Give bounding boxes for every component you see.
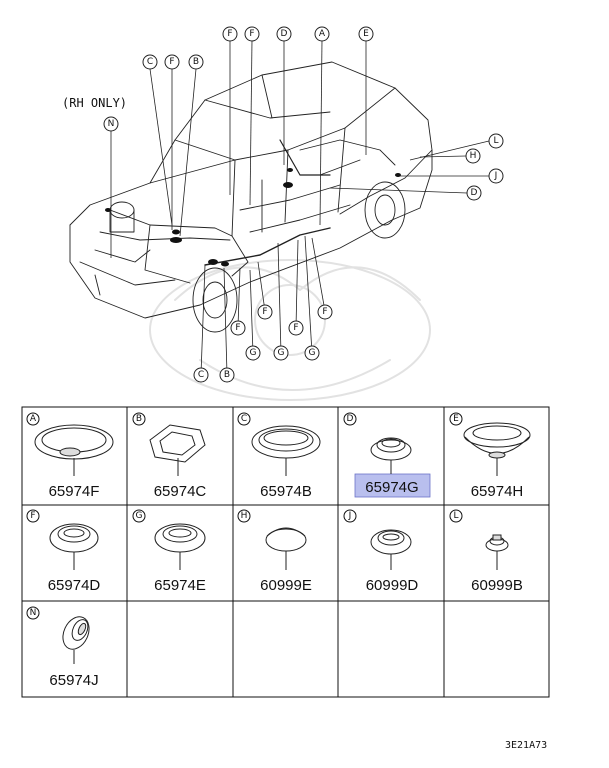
callout-bottom3-1: C xyxy=(193,367,209,383)
callout-top-4-label: A xyxy=(319,29,326,39)
part-cell-A[interactable]: A 65974F xyxy=(26,412,114,500)
callout-top-5: E xyxy=(358,26,374,42)
callout-right-4-label: D xyxy=(471,188,478,198)
part-number: 60999D xyxy=(366,577,419,594)
part-letter: B xyxy=(136,414,142,424)
callout-top-1-label: F xyxy=(227,29,232,39)
part-letter: F xyxy=(30,511,35,521)
grommet-small-cup-icon xyxy=(370,437,412,474)
part-letter: E xyxy=(453,414,459,424)
callout-bottom1-2: F xyxy=(288,320,304,336)
callout-right-4: D xyxy=(466,185,482,201)
callout-left-3: B xyxy=(188,54,204,70)
part-letter: C xyxy=(241,414,247,424)
parts-table xyxy=(21,406,550,698)
part-cell-B[interactable]: B 65974C xyxy=(132,412,207,500)
part-number: 65974B xyxy=(260,483,312,500)
grommet-wide-flange-icon xyxy=(34,424,114,476)
callout-rh: N xyxy=(103,116,119,132)
part-number: 65974J xyxy=(49,672,98,689)
callout-left-1-label: C xyxy=(147,57,153,67)
callout-bottom1-1: F xyxy=(257,304,273,320)
grommet-markers xyxy=(105,168,401,267)
rh-only-label: (RH ONLY) xyxy=(62,96,127,110)
part-letter: J xyxy=(348,511,352,521)
part-cell-H[interactable]: H 60999E xyxy=(237,509,312,594)
callout-bottom2-2: G xyxy=(245,345,261,361)
part-cell-C[interactable]: C 65974B xyxy=(237,412,321,500)
part-letter: A xyxy=(30,414,37,424)
callout-bottom2-4: G xyxy=(304,345,320,361)
part-cell-F[interactable]: F 65974D xyxy=(26,509,101,594)
part-number: 65974G xyxy=(365,479,418,496)
grommet-round-medium-icon xyxy=(49,523,99,570)
callout-top-3-label: D xyxy=(281,29,288,39)
grommet-rectangular-icon xyxy=(149,424,206,476)
callout-bottom2-1: F xyxy=(230,320,246,336)
callout-bottom2-2-label: G xyxy=(250,348,257,358)
part-letter: G xyxy=(136,511,143,521)
callout-bottom1-2-label: F xyxy=(293,323,298,333)
part-letter: N xyxy=(30,608,37,618)
part-highlight xyxy=(354,473,431,498)
leader-lines xyxy=(110,39,490,375)
part-cell-G[interactable]: G 65974E xyxy=(132,509,206,594)
grommet-cone-icon xyxy=(463,422,531,476)
part-number: 60999B xyxy=(471,577,523,594)
callout-right-1-label: L xyxy=(493,136,498,146)
callout-left-1: C xyxy=(142,54,158,70)
grommet-round-large-icon xyxy=(251,425,321,476)
vehicle-illustration xyxy=(69,61,433,401)
callout-right-2: H xyxy=(465,148,481,164)
part-number: 65974C xyxy=(154,483,207,500)
part-number: 65974H xyxy=(471,483,524,500)
callouts: F F D A E C F B N L H J D F F F F G G G … xyxy=(103,26,504,383)
part-letter: D xyxy=(347,414,354,424)
callout-bottom2-3-label: G xyxy=(278,348,285,358)
callout-top-2-label: F xyxy=(249,29,254,39)
callout-bottom2-4-label: G xyxy=(309,348,316,358)
callout-bottom3-2-label: B xyxy=(224,370,230,380)
callout-bottom3-1-label: C xyxy=(198,370,204,380)
callout-bottom2-1-label: F xyxy=(235,323,240,333)
grommet-small-icon xyxy=(485,534,509,570)
callout-top-1: F xyxy=(222,26,238,42)
callout-right-3-label: J xyxy=(494,171,498,181)
grommet-round-medium-icon xyxy=(370,529,412,570)
callout-top-3: D xyxy=(276,26,292,42)
part-cell-N[interactable]: N 65974J xyxy=(26,606,99,689)
callout-right-3: J xyxy=(488,168,504,184)
part-number: 65974F xyxy=(49,483,100,500)
callout-rh-label: N xyxy=(108,119,115,129)
callout-right-2-label: H xyxy=(470,151,477,161)
callout-left-3-label: B xyxy=(193,57,199,67)
callout-bottom3-2: B xyxy=(219,367,235,383)
callout-bottom1-1-label: F xyxy=(262,307,267,317)
part-cell-L[interactable]: L 60999B xyxy=(449,509,523,594)
callout-left-2: F xyxy=(164,54,180,70)
reference-code: 3E21A73 xyxy=(505,740,547,751)
callout-top-4: A xyxy=(314,26,330,42)
part-cell-E[interactable]: E 65974H xyxy=(449,412,531,500)
part-letter: L xyxy=(453,511,458,521)
part-number: 65974D xyxy=(48,577,101,594)
callout-top-2: F xyxy=(244,26,260,42)
part-number: 65974E xyxy=(154,577,206,594)
callout-bottom2-3: G xyxy=(273,345,289,361)
callout-left-2-label: F xyxy=(169,57,174,67)
part-cell-J[interactable]: J 60999D xyxy=(343,509,419,594)
callout-right-1: L xyxy=(488,133,504,149)
callout-bottom1-3: F xyxy=(317,304,333,320)
grommet-angled-icon xyxy=(62,616,90,664)
grommet-round-medium-icon xyxy=(154,523,206,570)
part-cell-D[interactable]: D 65974G xyxy=(343,412,419,496)
part-number: 60999E xyxy=(260,577,312,594)
grommet-dome-icon xyxy=(265,527,307,570)
part-letter: H xyxy=(241,511,248,521)
callout-bottom1-3-label: F xyxy=(322,307,327,317)
callout-top-5-label: E xyxy=(363,29,369,39)
